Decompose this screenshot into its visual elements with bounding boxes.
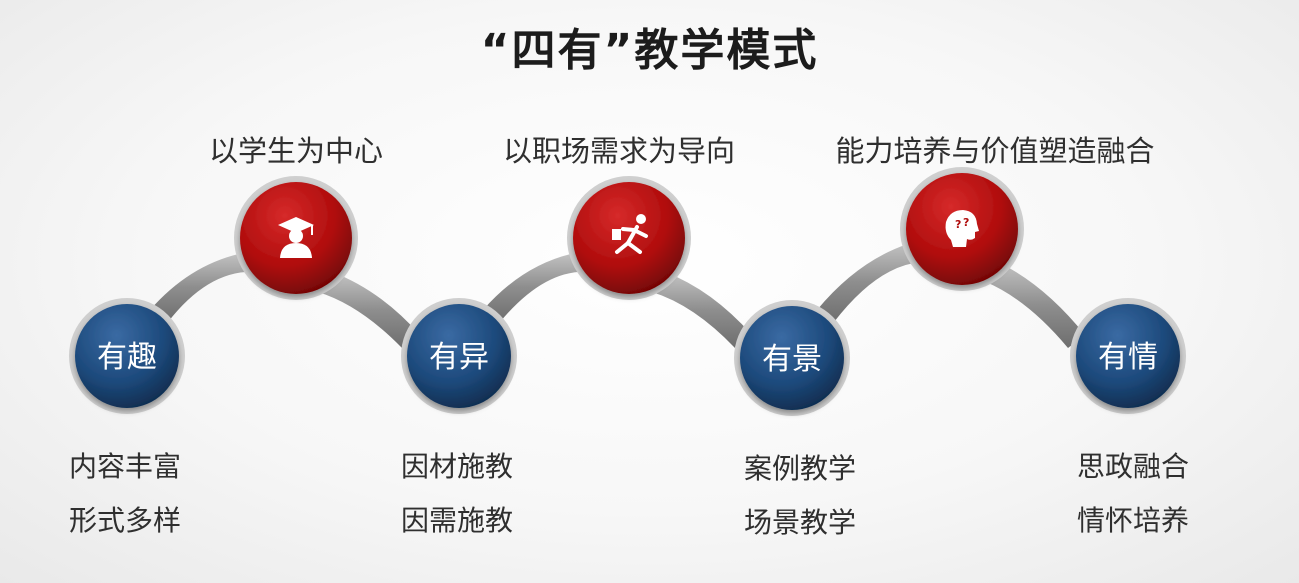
principle-node-3: ? ?	[900, 167, 1024, 291]
pillar-node-3: 有景	[734, 300, 850, 416]
thinking-head-icon: ? ?	[945, 210, 979, 247]
pillar-label-2: 有异	[429, 340, 489, 375]
svg-text:?: ?	[963, 216, 969, 229]
page-title: “四有”教学模式	[480, 25, 819, 76]
pillar-label-4: 有情	[1098, 340, 1158, 375]
connector-1	[150, 252, 258, 322]
pillar-2-item-2: 因需施教	[400, 504, 514, 537]
connector-6	[986, 262, 1085, 348]
pillar-4-item-2: 情怀培养	[1076, 504, 1190, 537]
pillar-label-1: 有趣	[97, 340, 157, 375]
principle-label-1: 以学生为中心	[208, 134, 384, 168]
svg-text:?: ?	[955, 218, 961, 231]
pillar-label-3: 有景	[762, 342, 822, 377]
pillar-1-item-2: 形式多样	[68, 504, 182, 537]
connector-path	[150, 242, 1085, 348]
pillar-node-2: 有异	[401, 298, 517, 414]
pillar-1-item-1: 内容丰富	[68, 450, 182, 483]
connector-4	[652, 272, 752, 348]
connector-2	[318, 272, 420, 348]
running-person-icon	[612, 214, 648, 254]
principle-label-2: 以职场需求为导向	[502, 134, 736, 168]
pillar-2-item-1: 因材施教	[400, 450, 514, 483]
pillar-4-item-1: 思政融合	[1076, 450, 1190, 483]
graduate-icon	[278, 217, 314, 258]
principle-node-2	[567, 176, 691, 300]
pillar-node-1: 有趣	[69, 298, 185, 414]
pillar-3-item-2: 场景教学	[743, 506, 857, 539]
principle-label-3: 能力培养与价值塑造融合	[835, 134, 1155, 168]
pillar-node-4: 有情	[1070, 298, 1186, 414]
principle-node-1	[234, 176, 358, 300]
connector-3	[483, 252, 590, 322]
connector-5	[817, 242, 922, 322]
pillar-3-item-1: 案例教学	[743, 452, 857, 485]
